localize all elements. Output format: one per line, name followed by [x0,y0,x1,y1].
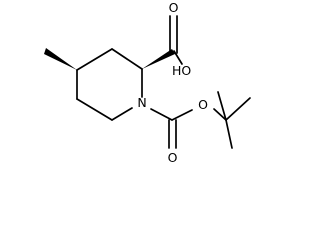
atom-label-carbonyl-oxygen: O [168,150,178,165]
bond-carbonyl-ester-oxygen [171,109,193,121]
bond-ester-oxygen-tertbutyl [213,108,227,121]
boc-protecting-group: O O [150,91,251,165]
atom-label-ester-oxygen: O [198,97,208,112]
bond-carboxyl-hydroxyl [173,50,183,65]
bond-tertbutyl-methyl-right [225,97,251,121]
piperidine-ring [76,48,143,121]
atom-label-carboxyl-oxygen: O [169,0,179,15]
bond-tertbutyl-methyl-top [217,91,227,121]
wedge-bond-methyl [44,48,77,70]
atom-label-hydroxyl: HO [172,63,191,78]
bond-n1-carbonyl [150,108,173,121]
wedge-bond-carboxyl [142,49,175,69]
bond-tertbutyl-methyl-bottom [225,119,233,149]
bond-c3-c2 [111,48,143,70]
bond-n1-c6 [111,107,133,121]
molecule-structure: O HO N O O [44,0,251,165]
carboxylic-acid-group: O HO [142,0,191,78]
bond-c4-c3 [76,48,113,71]
atom-label-ring-nitrogen: N [137,95,146,110]
bond-c6-c5 [76,98,113,121]
